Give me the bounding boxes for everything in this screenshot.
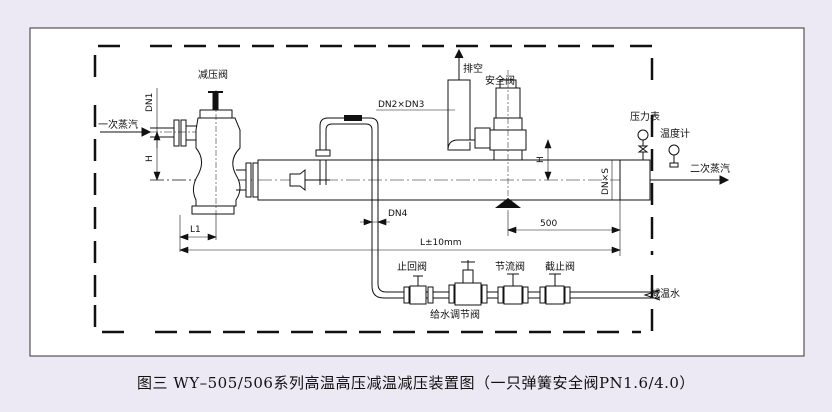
dimension-lines	[153, 88, 621, 256]
primary-steam-label: 一次蒸汽	[98, 118, 138, 131]
secondary-steam-label: 二次蒸汽	[690, 162, 730, 175]
stop-valve-label: 截止阀	[545, 260, 575, 273]
dim-dn4: DN4	[388, 209, 408, 219]
dim-dn1: DN1	[145, 93, 155, 112]
dim-500: 500	[540, 219, 557, 229]
pressure-gauge-icon	[637, 129, 649, 160]
thermometer-icon	[668, 144, 680, 168]
dim-l1: L1	[190, 225, 201, 235]
water-pipe	[319, 115, 400, 299]
thermometer-label: 温度计	[660, 127, 690, 140]
vent-label: 排空	[463, 62, 483, 75]
pressure-gauge-label: 压力表	[630, 110, 660, 123]
pressure-reducing-valve-label: 减压阀	[198, 68, 228, 81]
dim-dn2-dn3: DN2×DN3	[378, 100, 424, 110]
figure-caption: 图三 WY–505/506系列高温高压减温减压装置图（一只弹簧安全阀PN1.6/…	[137, 374, 695, 392]
safety-valve-label: 安全阀	[485, 74, 515, 87]
desuperheating-water-label: 减温水	[650, 288, 680, 300]
throttle-valve-label: 节流阀	[495, 260, 525, 273]
safety-valve	[474, 70, 527, 212]
check-valve-label: 止回阀	[397, 260, 427, 273]
spray-nozzle	[289, 149, 331, 192]
dim-dn-s: DN×S	[601, 168, 611, 195]
outlet-arrow	[650, 175, 730, 185]
vent-pipe	[447, 48, 475, 151]
feedwater-control-valve-label: 给水调节阀	[430, 308, 480, 321]
dim-length: L±10mm	[420, 238, 462, 248]
water-line	[400, 260, 661, 306]
dashed-boundary	[93, 44, 654, 334]
dim-h-left: H	[145, 155, 155, 162]
support-triangle	[495, 198, 521, 208]
inlet-arrow	[100, 127, 152, 137]
dim-h-right: H	[536, 156, 546, 163]
pressure-reducing-valve	[191, 90, 241, 215]
